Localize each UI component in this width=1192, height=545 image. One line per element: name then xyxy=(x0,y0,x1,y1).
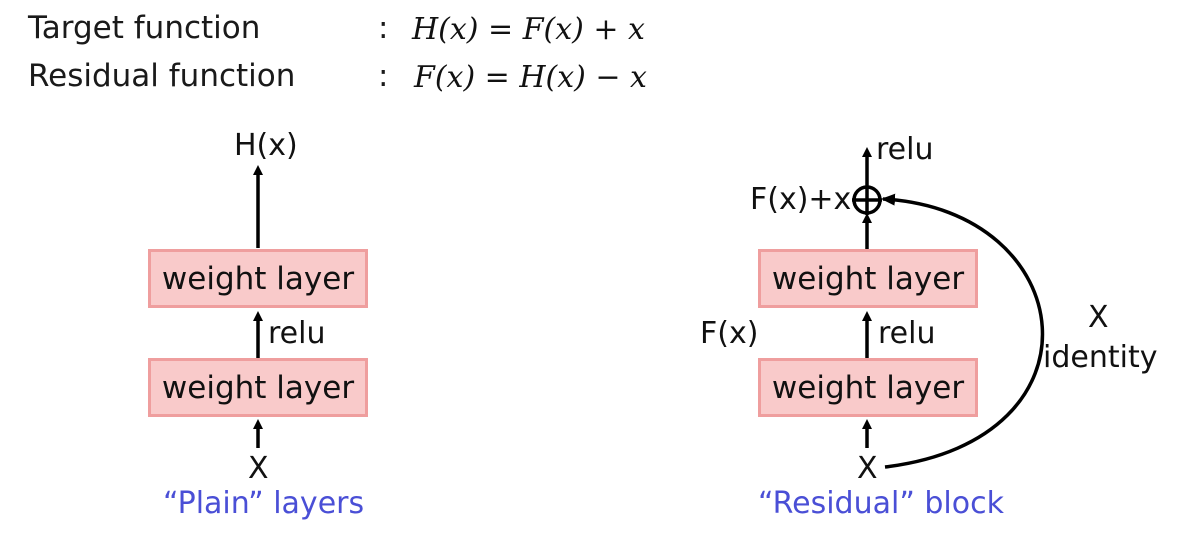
residual-fx-label: F(x) xyxy=(700,316,759,351)
plain-output-label: H(x) xyxy=(234,128,298,163)
plain-bottom-weight-layer: weight layer xyxy=(148,358,368,417)
plain-top-weight-layer: weight layer xyxy=(148,249,368,308)
residual-output-relu-label: relu xyxy=(876,132,934,167)
addition-node-icon xyxy=(852,185,882,215)
plain-input-label: X xyxy=(248,451,269,486)
residual-sum-label: F(x)+x xyxy=(750,182,852,217)
skip-connection-identity-label: identity xyxy=(1043,340,1158,375)
plain-relu-label: relu xyxy=(268,316,326,351)
residual-function-colon: : xyxy=(378,58,389,94)
residual-function-label: Residual function xyxy=(28,58,296,94)
residual-top-weight-layer: weight layer xyxy=(758,249,978,308)
residual-input-label: X xyxy=(857,451,878,486)
residual-function-formula: F(x) = H(x) − x xyxy=(414,60,647,95)
plain-layers-caption: “Plain” layers xyxy=(163,486,365,521)
residual-bottom-weight-layer: weight layer xyxy=(758,358,978,417)
identity-skip-arrow xyxy=(881,193,1044,469)
residual-block-caption: “Residual” block xyxy=(758,486,1004,521)
residual-relu-label: relu xyxy=(878,316,936,351)
target-function-formula: H(x) = F(x) + x xyxy=(412,12,645,47)
target-function-colon: : xyxy=(378,10,389,46)
target-function-label: Target function xyxy=(28,10,261,46)
skip-connection-x-label: X xyxy=(1088,300,1109,335)
